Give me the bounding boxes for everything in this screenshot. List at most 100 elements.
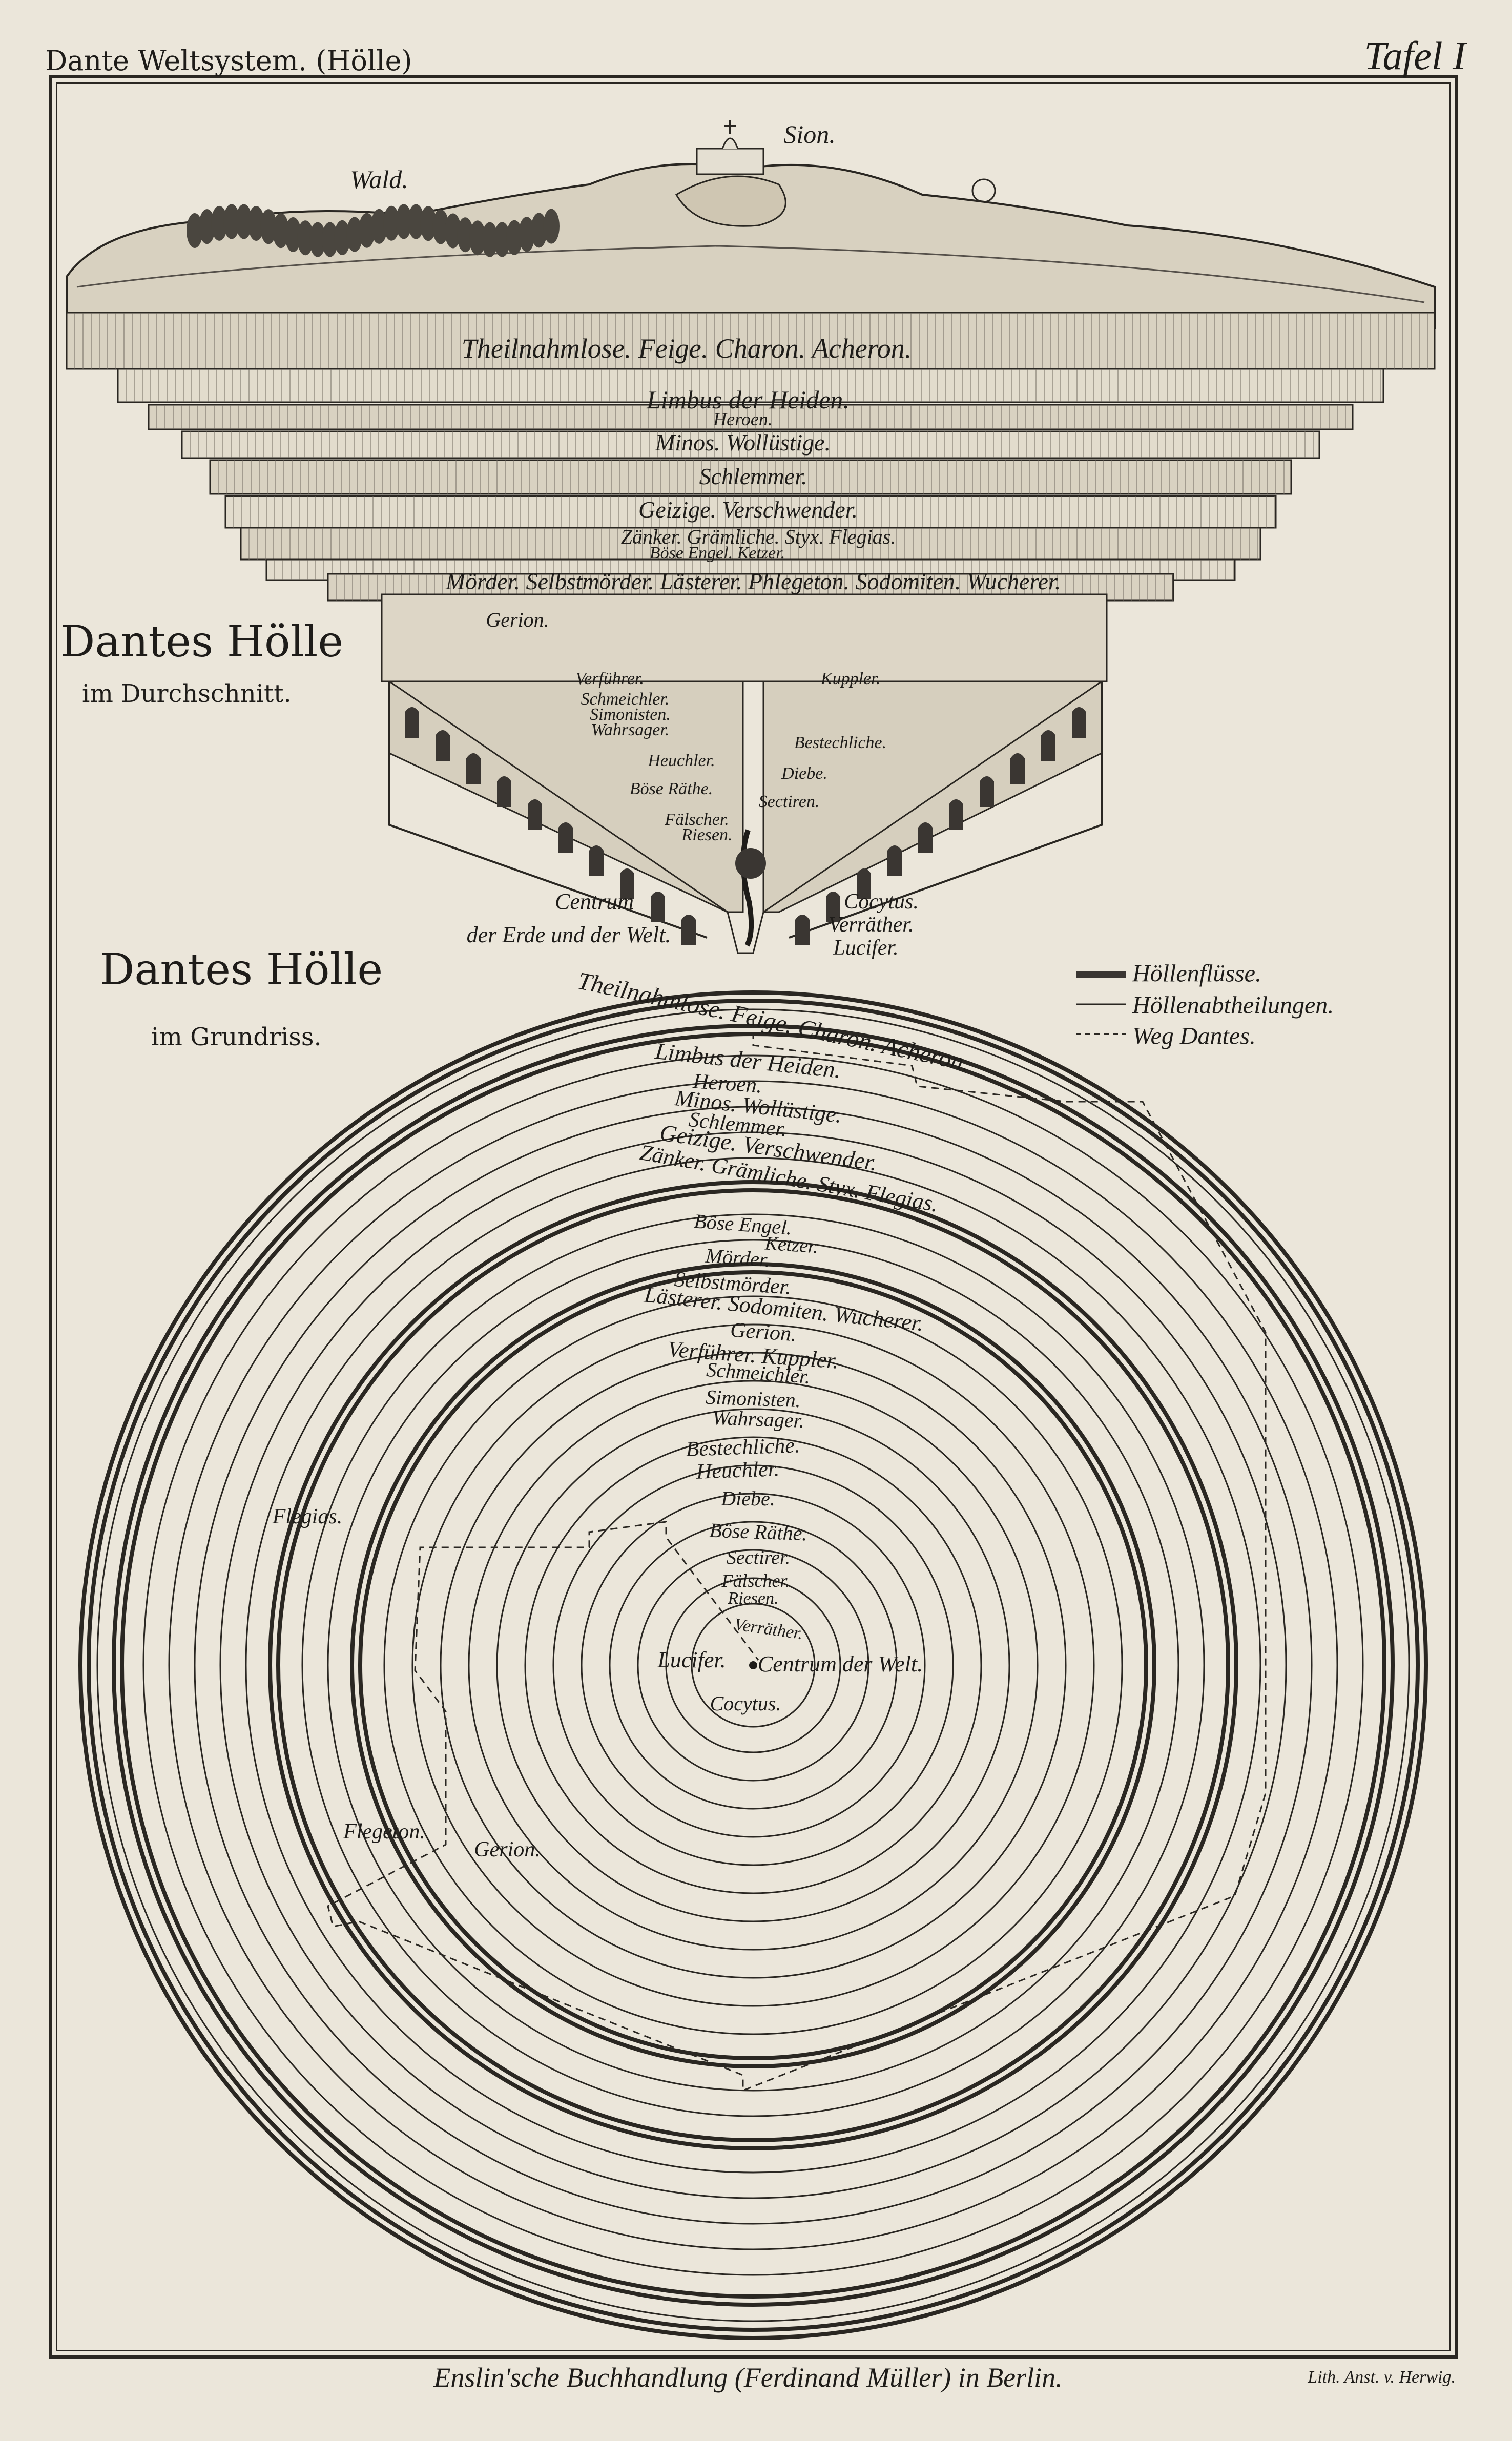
river-ring-inner — [354, 1266, 1152, 2064]
arch-window — [980, 776, 994, 807]
division-ring — [142, 1054, 1364, 2276]
plan-ring-label: Fälscher. — [721, 1570, 790, 1591]
division-ring — [637, 1549, 869, 1782]
legend-samples — [1076, 971, 1126, 1035]
arch-window — [405, 707, 419, 738]
division-ring — [440, 1352, 1067, 1979]
arch-window — [466, 753, 481, 784]
plate-frame — [49, 75, 1458, 2359]
plate-frame-inner — [56, 82, 1451, 2351]
tree-icon — [322, 222, 338, 257]
tree-icon — [309, 222, 326, 257]
centre-left-2: der Erde und der Welt. — [466, 922, 671, 947]
plan-subtitle: im Grundriss. — [151, 1023, 322, 1051]
section-row-label: Schlemmer. — [699, 463, 807, 489]
tree-icon — [383, 205, 400, 241]
plan-ring-label: Bestechliche. — [685, 1434, 801, 1461]
division-ring — [496, 1408, 1010, 1922]
tree-icon — [248, 205, 264, 241]
arch-window — [436, 730, 450, 761]
division-ring — [411, 1323, 1095, 2007]
tier-band — [117, 368, 1384, 403]
arch-window — [558, 822, 573, 853]
arch-window — [826, 892, 840, 922]
centre-right-1: Cocytus. — [844, 890, 919, 914]
tree-icon — [396, 204, 412, 239]
tree-icon — [506, 220, 523, 255]
centre-cocytus: Cocytus. — [710, 1692, 781, 1715]
funnel — [381, 593, 1108, 954]
tree-icon — [457, 217, 473, 253]
division-ring — [168, 1080, 1338, 2250]
surface-terrain — [66, 120, 1436, 329]
division-ring — [301, 1213, 1205, 2117]
funnel-right-label: Diebe. — [781, 764, 827, 783]
funnel-left-label: Fälscher. — [665, 810, 729, 829]
centre-right-2: Verräther. — [828, 913, 914, 937]
tree-icon — [519, 217, 535, 252]
section-row-label: Theilnahmlose. Feige. Charon. Acheron. — [461, 333, 912, 364]
tree-icon — [543, 209, 560, 244]
arch-window — [651, 892, 665, 922]
arch-window — [949, 799, 963, 830]
plan-ring-label: Wahrsager. — [712, 1405, 805, 1433]
tree-icon — [408, 204, 424, 239]
funnel-left-label: Verführer. — [575, 669, 644, 688]
plan-ring-label: Mörder. — [705, 1244, 771, 1272]
tree-icon — [273, 213, 289, 249]
funnel-right-label: Sectiren. — [758, 792, 820, 811]
tree-icon — [494, 222, 510, 257]
tree-icon — [469, 220, 486, 256]
section-row-label: Zänker. Grämliche. Styx. Flegias. — [620, 525, 896, 548]
funnel-left-label: Böse Räthe. — [629, 779, 713, 798]
arch-window — [681, 915, 696, 945]
arch-window — [620, 868, 634, 899]
label-flegias: Flegias. — [272, 1505, 343, 1528]
plate-number: Tafel I — [1364, 33, 1466, 78]
tree-icon — [334, 220, 350, 255]
publisher-line: Enslin'sche Buchhandlung (Ferdinand Müll… — [433, 2362, 1063, 2393]
tree-icon — [432, 209, 449, 244]
plan-ring-label: Diebe. — [721, 1487, 775, 1510]
label-sion: Sion. — [783, 120, 836, 149]
tree-icon — [346, 217, 363, 252]
division-ring — [194, 1106, 1313, 2225]
tree-icon — [223, 204, 240, 239]
division-ring — [96, 1008, 1410, 2322]
tier-band — [181, 430, 1320, 459]
arch-window — [1072, 707, 1086, 738]
plan-title: Dantes Hölle — [100, 944, 383, 995]
division-ring — [468, 1380, 1039, 1951]
tier-band — [148, 404, 1354, 430]
tier-band — [66, 312, 1436, 370]
river-ring-inner — [272, 1184, 1234, 2146]
arch-window — [528, 799, 542, 830]
tree-icon — [187, 213, 203, 248]
arch-window — [589, 845, 604, 876]
tree-icon — [199, 209, 215, 244]
division-ring — [245, 1157, 1261, 2174]
tree-icon — [285, 217, 301, 252]
division-ring — [691, 1603, 816, 1728]
tree-icon — [260, 209, 277, 244]
division-ring — [609, 1521, 898, 1810]
centre-lucifer: Lucifer. — [657, 1647, 726, 1672]
plan-ring-label: Böse Räthe. — [709, 1518, 808, 1545]
river-ring-inner — [116, 1028, 1391, 2303]
section-row-label: Mörder. Selbstmörder. Lästerer. Phlegeto… — [445, 568, 1061, 594]
division-ring — [552, 1464, 954, 1866]
division-ring — [581, 1493, 926, 1838]
lucifer-figure — [735, 848, 766, 879]
section-row-label: Limbus der Heiden. — [647, 385, 850, 414]
centre-world: Centrum der Welt. — [757, 1651, 923, 1677]
division-ring — [327, 1239, 1179, 2092]
tier-band — [224, 495, 1277, 529]
section-row-label: Geizige. Verschwender. — [638, 497, 858, 523]
centre-dot — [749, 1661, 757, 1669]
funnel-left-label: Schmeichler. — [581, 690, 670, 709]
arch-window — [795, 915, 810, 945]
plan-ring-label: Sectirer. — [726, 1547, 791, 1568]
plan-ring-label: Ketzer. — [764, 1232, 819, 1258]
tree-icon — [482, 222, 498, 257]
section-row-label: Böse Engel. Ketzer. — [649, 544, 785, 563]
